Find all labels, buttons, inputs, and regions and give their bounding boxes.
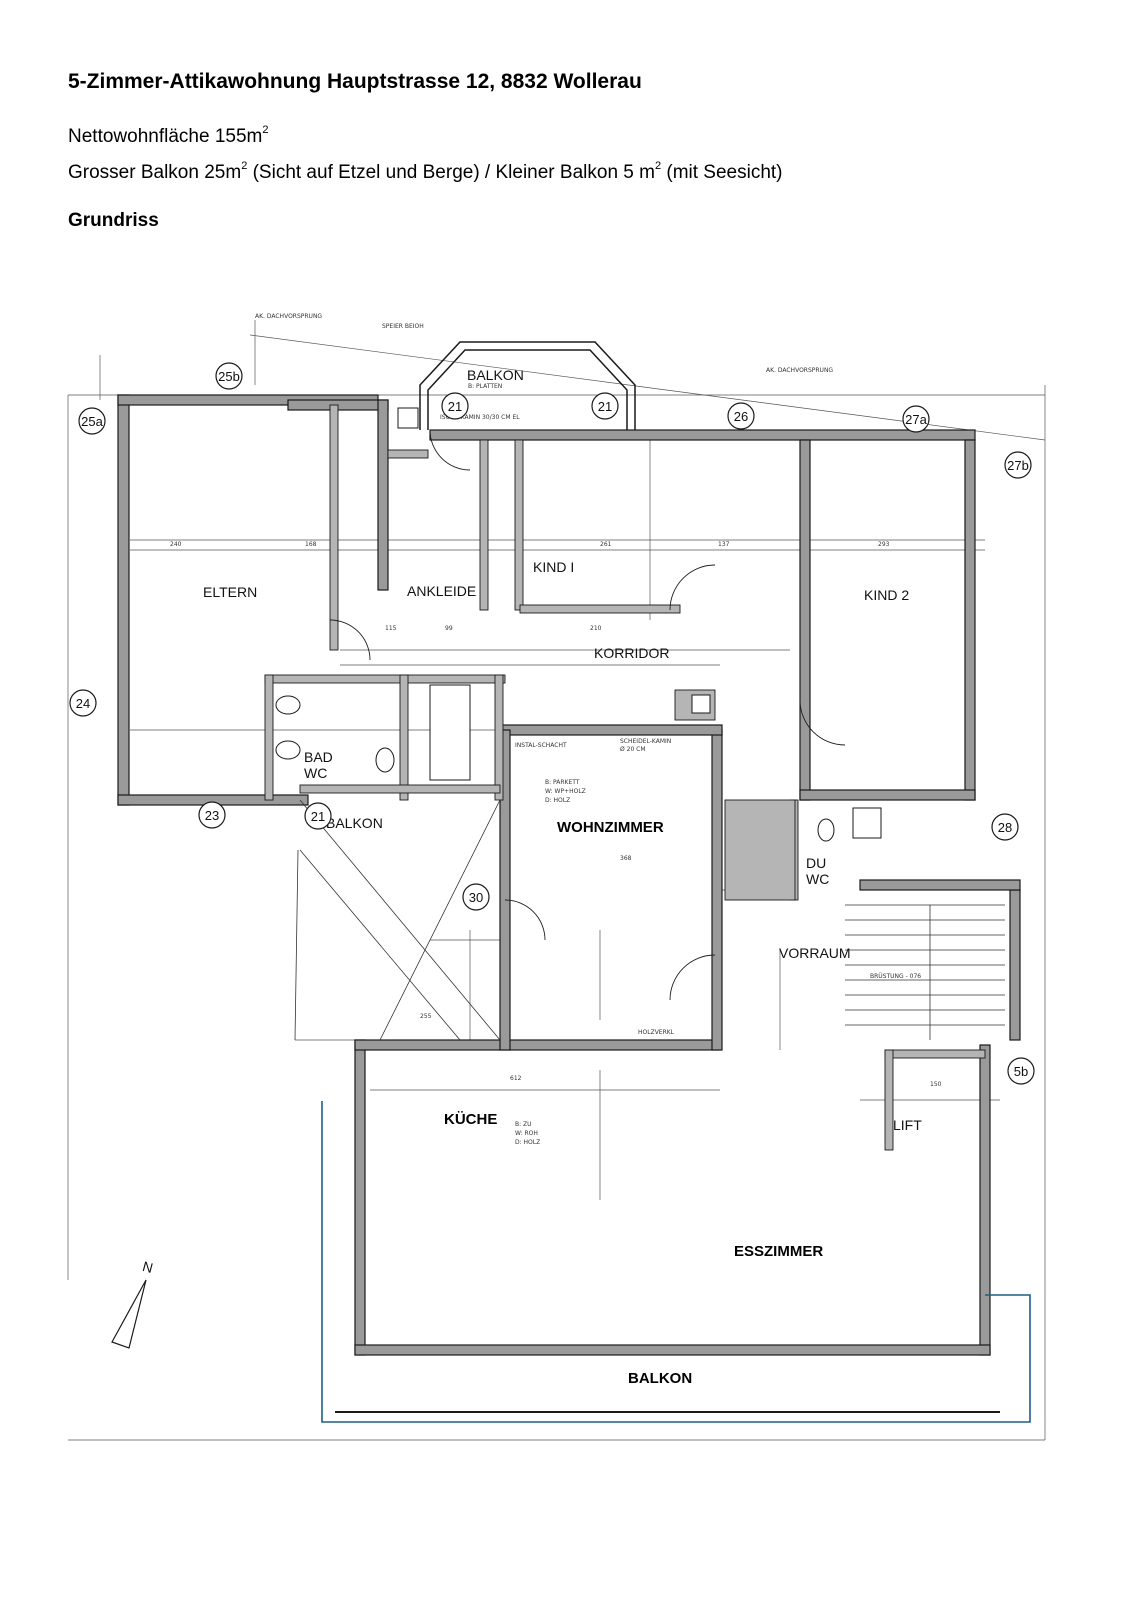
- svg-text:B: ZU: B: ZU: [515, 1121, 532, 1128]
- axis-marker-circle: [727, 402, 755, 430]
- svg-text:INSTAL-SCHACHT: INSTAL-SCHACHT: [515, 742, 567, 749]
- exterior-walls: [117, 394, 1021, 1356]
- svg-text:AK. DACHVORSPRUNG: AK. DACHVORSPRUNG: [255, 313, 322, 320]
- big-balcony-superscript: 2: [241, 160, 248, 172]
- axis-marker-label: 27b: [1007, 458, 1029, 473]
- axis-marker-label: 30: [469, 890, 483, 905]
- axis-marker-circle: [78, 407, 106, 435]
- interior-walls: [264, 404, 986, 1151]
- svg-text:SCHEIDEL-KAMIN: SCHEIDEL-KAMIN: [620, 738, 671, 745]
- room-label-wohnzimmer: WOHNZIMMER: [557, 819, 664, 836]
- room-labels: ELTERN ANKLEIDE KIND I KIND 2 KORRIDOR B…: [203, 367, 922, 1387]
- room-label-vorraum: VORRAUM: [779, 945, 851, 961]
- net-area-superscript: 2: [262, 124, 269, 136]
- room-label-balkon-north: BALKON: [467, 367, 524, 383]
- svg-text:115: 115: [385, 625, 397, 632]
- axis-marker-label: 21: [311, 809, 325, 824]
- axis-marker-label: 5b: [1014, 1064, 1028, 1079]
- room-label-lift: LIFT: [893, 1117, 922, 1133]
- dimension-numbers: 240 168 261 137 293 115 99 210 612 368 2…: [170, 541, 942, 1088]
- room-label-du: DU: [806, 855, 826, 871]
- axis-markers: 25a 25b 21 21 26 27a 27b 24 23 21 30 28 5b: [69, 362, 1035, 1085]
- door-swings: [329, 429, 846, 1001]
- svg-text:240: 240: [170, 541, 182, 548]
- axis-marker-circle: [1004, 451, 1032, 479]
- axis-marker-circle: [991, 813, 1019, 841]
- axis-marker-circle: [591, 392, 619, 420]
- north-arrow: N: [111, 1258, 155, 1349]
- axis-marker-label: 25a: [81, 414, 103, 429]
- big-balcony-note: (Sicht auf Etzel und Berge) / Kleiner Ba…: [247, 162, 655, 183]
- svg-text:HOLZVERKL: HOLZVERKL: [638, 1029, 675, 1036]
- svg-text:D: HOLZ: D: HOLZ: [515, 1139, 540, 1146]
- axis-marker-label: 21: [598, 399, 612, 414]
- axis-marker-label: 25b: [218, 369, 240, 384]
- west-balcony-diagonals: [294, 799, 501, 1041]
- svg-text:W: ROH: W: ROH: [515, 1130, 538, 1137]
- balcony-line: Grosser Balkon 25m2 (Sicht auf Etzel und…: [68, 160, 783, 184]
- svg-text:Ø 20 CM: Ø 20 CM: [620, 746, 646, 753]
- svg-text:B: PLATTEN: B: PLATTEN: [468, 383, 502, 390]
- room-label-eltern: ELTERN: [203, 584, 257, 600]
- axis-marker-label: 24: [76, 696, 90, 711]
- room-label-balkon-west: BALKON: [326, 815, 383, 831]
- room-label-balkon-south: BALKON: [628, 1370, 692, 1387]
- svg-text:210: 210: [590, 625, 602, 632]
- svg-text:99: 99: [445, 625, 453, 632]
- axis-marker-circle: [215, 362, 243, 390]
- room-label-bad: BAD: [304, 749, 333, 765]
- room-label-kueche: KÜCHE: [444, 1111, 497, 1128]
- north-label: N: [141, 1258, 155, 1276]
- axis-marker-circle: [1007, 1057, 1035, 1085]
- svg-text:137: 137: [718, 541, 730, 548]
- axis-marker-circle: [198, 801, 226, 829]
- svg-text:AK. DACHVORSPRUNG: AK. DACHVORSPRUNG: [766, 367, 833, 374]
- svg-text:168: 168: [305, 541, 317, 548]
- svg-text:150: 150: [930, 1081, 942, 1088]
- room-label-du-wc: WC: [806, 871, 829, 887]
- annotations: AK. DACHVORSPRUNG AK. DACHVORSPRUNG SPEI…: [255, 313, 921, 1146]
- svg-text:255: 255: [420, 1013, 432, 1020]
- net-area-line: Nettowohnfläche 155m2: [68, 124, 268, 148]
- net-area-text: Nettowohnfläche 155m: [68, 126, 263, 147]
- room-label-esszimmer: ESSZIMMER: [734, 1243, 823, 1260]
- axis-marker-circle: [304, 802, 332, 830]
- room-label-wc: WC: [304, 765, 327, 781]
- fixtures: [275, 407, 882, 842]
- big-balcony-text: Grosser Balkon 25m: [68, 162, 242, 183]
- balcony-outline: [321, 1101, 1031, 1423]
- room-label-kind1: KIND I: [533, 559, 574, 575]
- room-label-kind2: KIND 2: [864, 587, 909, 603]
- svg-text:BRÜSTUNG - 076: BRÜSTUNG - 076: [870, 973, 921, 980]
- svg-text:261: 261: [600, 541, 612, 548]
- svg-text:ISOLIT-KAMIN 30/30 CM EL: ISOLIT-KAMIN 30/30 CM EL: [440, 414, 520, 421]
- svg-text:SPEIER BEIOH: SPEIER BEIOH: [382, 323, 424, 330]
- room-label-korridor: KORRIDOR: [594, 645, 669, 661]
- svg-text:D: HOLZ: D: HOLZ: [545, 797, 570, 804]
- axis-marker-circle: [69, 689, 97, 717]
- north-balcony-outline: [419, 341, 636, 430]
- svg-text:368: 368: [620, 855, 632, 862]
- axis-marker-label: 21: [448, 399, 462, 414]
- small-balcony-superscript: 2: [654, 160, 662, 172]
- axis-marker-label: 27a: [905, 412, 927, 427]
- svg-text:B: PARKETT: B: PARKETT: [545, 779, 580, 786]
- document-title: 5-Zimmer-Attikawohnung Hauptstrasse 12, …: [68, 70, 642, 93]
- svg-text:W: WP+HOLZ: W: WP+HOLZ: [545, 788, 586, 795]
- axis-marker-label: 23: [205, 808, 219, 823]
- svg-text:293: 293: [878, 541, 890, 548]
- axis-marker-circle: [902, 405, 930, 433]
- svg-text:612: 612: [510, 1075, 522, 1082]
- room-label-ankleide: ANKLEIDE: [407, 583, 476, 599]
- axis-marker-circle: [462, 883, 490, 911]
- axis-marker-circle: [441, 392, 469, 420]
- north-arrow-icon: [111, 1279, 147, 1349]
- axis-marker-label: 26: [734, 409, 748, 424]
- small-balcony-note: (mit Seesicht): [661, 162, 783, 183]
- section-title: Grundriss: [68, 210, 159, 231]
- axis-marker-label: 28: [998, 820, 1012, 835]
- stair-treads: [845, 904, 1005, 1040]
